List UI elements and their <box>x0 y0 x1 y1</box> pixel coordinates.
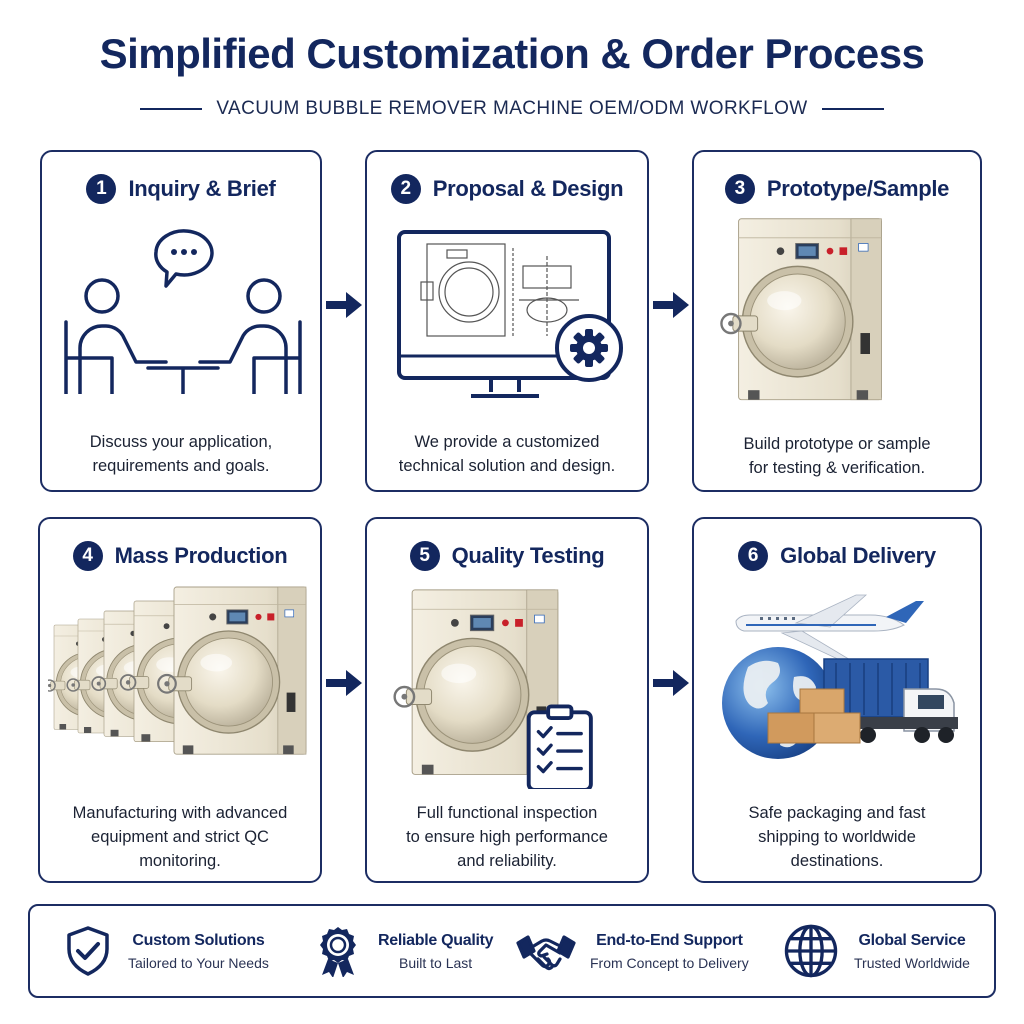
step-description-line: shipping to worldwide <box>758 828 916 846</box>
step-card-2: 2 Proposal & Design We provi <box>365 150 649 492</box>
features-bar: Custom Solutions Tailored to Your Needs … <box>28 904 996 998</box>
step-description: We provide a customized technical soluti… <box>381 430 633 478</box>
step-description-line: for testing & verification. <box>748 459 926 477</box>
globe-plane-truck-icon <box>722 594 958 759</box>
page-subtitle: VACUUM BUBBLE REMOVER MACHINE OEM/ODM WO… <box>216 98 808 119</box>
step-description-line: to ensure high performance <box>406 828 608 846</box>
monitor-design-icon <box>397 230 623 398</box>
step-header: 1 Inquiry & Brief <box>42 172 320 206</box>
step-description-line: Discuss your application, <box>89 433 273 451</box>
step-description-line: Build prototype or sample <box>743 435 931 453</box>
award-ribbon-icon <box>320 927 356 977</box>
feature-subtitle: Trusted Worldwide <box>854 954 970 971</box>
subtitle-rule-right <box>821 108 884 110</box>
step-title: Prototype/Sample <box>766 176 950 201</box>
feature-end-to-end-support: End-to-End Support From Concept to Deliv… <box>516 906 749 996</box>
step-description-line: monitoring. <box>139 852 221 870</box>
feature-title: Reliable Quality <box>378 931 494 949</box>
checklist-icon <box>393 588 593 789</box>
step-title: Global Delivery <box>780 543 936 568</box>
step-header: 4 Mass Production <box>40 539 320 573</box>
step-description: Safe packaging and fast shipping to worl… <box>708 801 966 873</box>
step-card-3: 3 Prototype/Sample Build prototype or sa… <box>692 150 982 492</box>
feature-subtitle: From Concept to Delivery <box>590 954 749 971</box>
machines-row-icon <box>48 585 308 756</box>
feature-text: Global Service Trusted Worldwide <box>854 932 970 971</box>
arrow-right-icon <box>326 292 362 318</box>
machine-icon <box>720 217 883 401</box>
step-header: 2 Proposal & Design <box>367 172 647 206</box>
step-description-line: We provide a customized <box>414 433 600 451</box>
shield-check-icon <box>67 926 109 976</box>
step-description-line: equipment and strict QC <box>91 828 269 846</box>
arrow-right-icon <box>653 670 689 696</box>
feature-subtitle: Tailored to Your Needs <box>128 954 269 971</box>
feature-global-service: Global Service Trusted Worldwide <box>782 906 970 996</box>
feature-text: Reliable Quality Built to Last <box>378 931 494 971</box>
subtitle-row: VACUUM BUBBLE REMOVER MACHINE OEM/ODM WO… <box>0 96 1024 122</box>
step-description-line: requirements and goals. <box>92 457 270 475</box>
step-description-line: destinations. <box>790 852 884 870</box>
step-number-badge: 2 <box>390 174 421 204</box>
feature-text: Custom Solutions Tailored to Your Needs <box>128 932 269 971</box>
step-description-line: Full functional inspection <box>416 804 598 822</box>
globe-icon <box>784 924 838 978</box>
step-header: 5 Quality Testing <box>367 539 647 573</box>
subtitle-rule-left <box>140 108 203 110</box>
step-number-badge: 5 <box>409 541 440 571</box>
step-card-1: 1 Inquiry & Brief Discuss your applicati… <box>40 150 322 492</box>
arrow-right-icon <box>326 670 362 696</box>
step-description-line: Manufacturing with advanced <box>72 804 288 822</box>
handshake-icon <box>516 935 576 971</box>
step-number-badge: 6 <box>738 541 769 571</box>
feature-reliable-quality: Reliable Quality Built to Last <box>312 906 494 996</box>
feature-title: End-to-End Support <box>596 931 743 949</box>
arrow-right-icon <box>653 292 689 318</box>
step-header: 3 Prototype/Sample <box>694 172 980 206</box>
step-card-6: 6 Global Delivery Safe packagin <box>692 517 982 883</box>
step-description: Build prototype or sample for testing & … <box>708 432 966 480</box>
step-title: Quality Testing <box>451 543 605 568</box>
step-title: Inquiry & Brief <box>128 176 276 201</box>
step-card-5: 5 Quality Testing Full functional inspec… <box>365 517 649 883</box>
step-description-line: and reliability. <box>457 852 557 870</box>
step-description-line: technical solution and design. <box>398 457 616 475</box>
step-header: 6 Global Delivery <box>694 539 980 573</box>
step-number-badge: 3 <box>724 174 755 204</box>
step-description: Discuss your application, requirements a… <box>56 430 306 478</box>
step-title: Proposal & Design <box>432 176 624 201</box>
feature-title: Global Service <box>858 931 966 949</box>
meeting-icon <box>64 229 302 394</box>
step-number-badge: 4 <box>72 541 103 571</box>
feature-text: End-to-End Support From Concept to Deliv… <box>590 932 749 971</box>
step-title: Mass Production <box>114 543 288 568</box>
feature-title: Custom Solutions <box>132 931 265 949</box>
step-card-4: 4 Mass Production Manufacturing with adv… <box>38 517 322 883</box>
feature-subtitle: Built to Last <box>399 954 473 971</box>
step-description-line: Safe packaging and fast <box>748 804 926 822</box>
feature-custom-solutions: Custom Solutions Tailored to Your Needs <box>62 906 269 996</box>
page-title: Simplified Customization & Order Process <box>99 30 925 77</box>
step-description: Manufacturing with advanced equipment an… <box>54 801 306 873</box>
step-description: Full functional inspection to ensure hig… <box>381 801 633 873</box>
step-number-badge: 1 <box>86 174 117 204</box>
